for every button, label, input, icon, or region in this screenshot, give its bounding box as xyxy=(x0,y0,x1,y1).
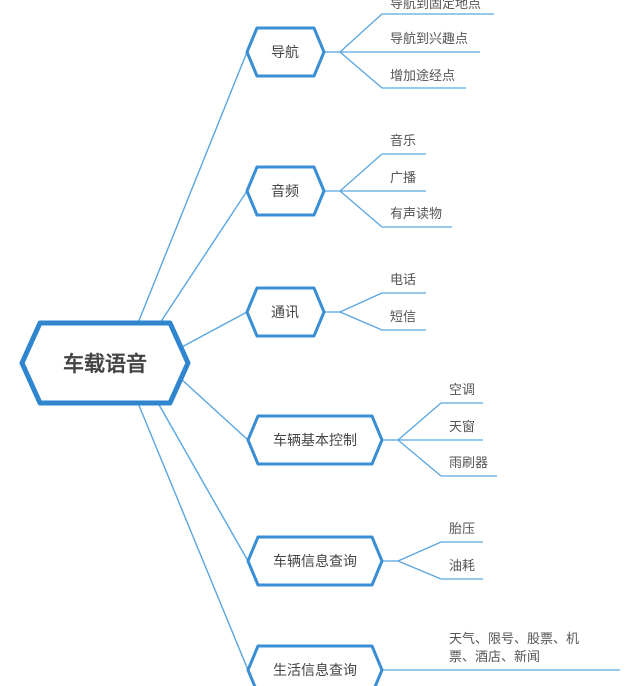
connector-line xyxy=(179,311,248,349)
root-label: 车载语音 xyxy=(63,352,147,376)
connector-lines xyxy=(137,13,620,671)
connector-line xyxy=(397,541,442,562)
connector-line xyxy=(137,51,248,324)
branch-label: 导航 xyxy=(271,45,299,61)
branch-hexagon xyxy=(246,644,384,686)
leaf-label: 天气、限号、股票、机 xyxy=(449,631,579,647)
branch-hexagon xyxy=(245,286,326,338)
connector-line xyxy=(339,13,383,53)
leaf-label: 有声读物 xyxy=(390,207,442,222)
leaf-label: 天窗 xyxy=(449,419,475,435)
branch-hexagon xyxy=(245,165,326,217)
leaf-label: 票、酒店、新闻 xyxy=(449,649,540,665)
leaf-label: 增加途经点 xyxy=(390,68,455,84)
branch-node-life-info: 生活信息查询 xyxy=(246,644,384,686)
nodes: 车载语音 导航 音频 通讯 车辆基本控制 车辆信息查询 生活信 xyxy=(19,0,579,686)
leaf-label: 空调 xyxy=(449,383,475,398)
connector-line xyxy=(339,292,383,313)
leaf-label: 胎压 xyxy=(449,522,475,537)
leaf-label: 音乐 xyxy=(390,133,416,149)
leaf-label: 导航到兴趣点 xyxy=(390,31,468,47)
connector-line xyxy=(157,402,249,562)
connector-line xyxy=(397,402,442,441)
leaf-label: 短信 xyxy=(390,310,416,325)
branch-hexagon xyxy=(246,535,384,587)
branch-label: 通讯 xyxy=(271,305,299,321)
leaf-label: 雨刷器 xyxy=(449,456,488,471)
connector-line xyxy=(339,190,383,228)
connector-line xyxy=(397,560,442,580)
connector-line xyxy=(397,439,442,477)
leaf-label: 广播 xyxy=(390,171,416,186)
branch-label: 音频 xyxy=(271,183,299,200)
connector-line xyxy=(179,377,249,441)
branch-label: 生活信息查询 xyxy=(273,662,357,679)
branch-node-communication: 通讯 xyxy=(245,286,326,338)
connector-line xyxy=(159,190,248,324)
branch-node-vehicle-info: 车辆信息查询 xyxy=(246,535,384,587)
root-node: 车载语音 xyxy=(19,320,191,406)
branch-node-vehicle-control: 车辆基本控制 xyxy=(246,414,384,466)
branch-label: 车辆基本控制 xyxy=(273,432,357,449)
leaf-label: 电话 xyxy=(390,273,416,288)
branch-node-navigation: 导航 xyxy=(245,26,326,78)
leaf-label: 油耗 xyxy=(449,559,475,574)
connector-line xyxy=(339,311,383,331)
connector-line xyxy=(137,402,249,671)
connector-line xyxy=(339,51,383,89)
root-hexagon xyxy=(19,320,191,406)
connector-line xyxy=(339,153,383,192)
branch-hexagon xyxy=(245,26,326,78)
branch-hexagon xyxy=(246,414,384,466)
branch-label: 车辆信息查询 xyxy=(273,553,357,570)
branch-node-audio: 音频 xyxy=(245,165,326,217)
leaf-label: 导航到固定地点 xyxy=(390,0,481,12)
